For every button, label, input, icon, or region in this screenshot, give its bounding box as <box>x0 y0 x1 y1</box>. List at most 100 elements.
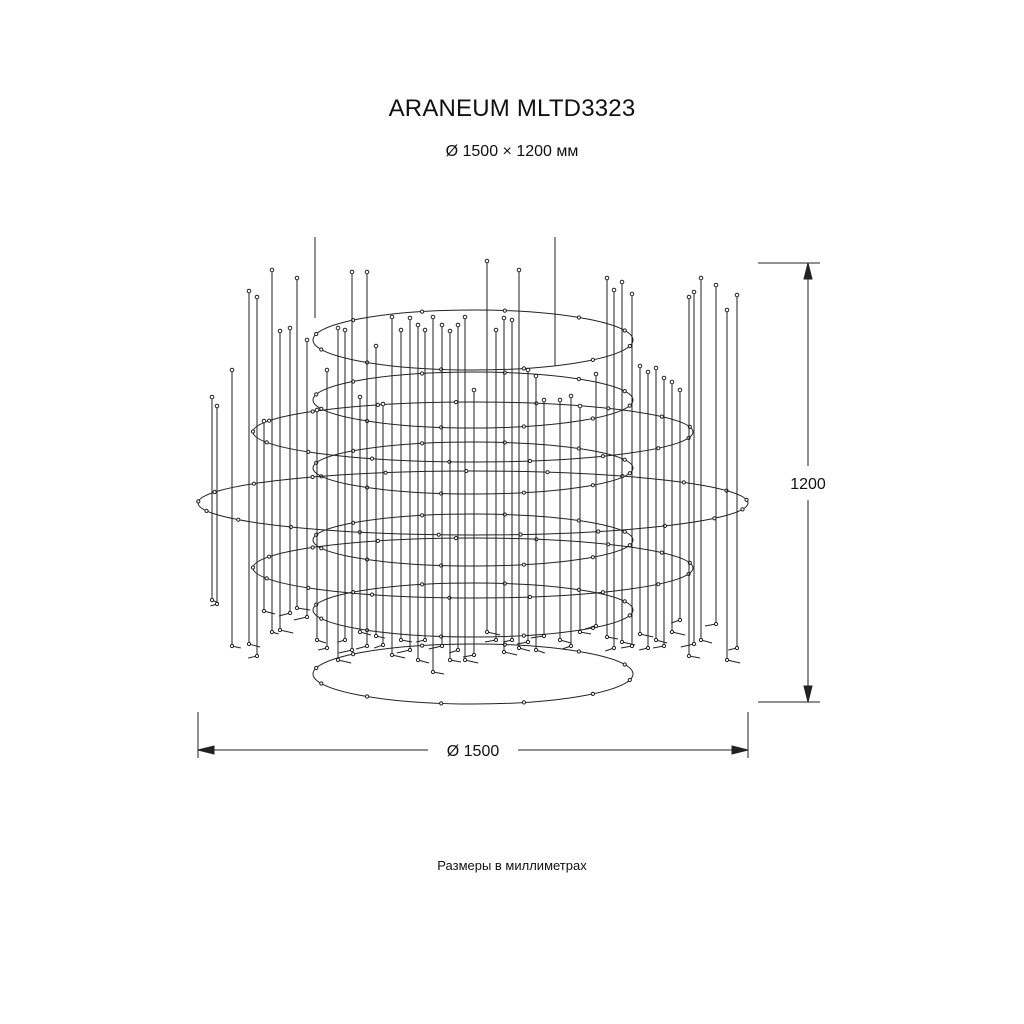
pendant-bottom-bead <box>471 652 477 658</box>
pendant-bottom-bead <box>246 641 252 647</box>
pendant-top-bead <box>557 397 563 403</box>
pendant-top-bead <box>415 322 421 328</box>
pendant-top-bead <box>698 275 704 281</box>
pendant-top-bead <box>314 407 320 413</box>
ring-bead <box>319 546 324 551</box>
pendant-bottom-bead <box>604 634 610 640</box>
pendant-bottom-bead <box>447 657 453 663</box>
ring <box>312 441 634 495</box>
ring-bead <box>436 532 441 537</box>
pendant-bottom-bead <box>439 643 445 649</box>
pendant-top-bead <box>568 393 574 399</box>
ring <box>312 513 634 567</box>
ring-bead <box>600 590 606 595</box>
pendant-top-bead <box>294 275 300 281</box>
pendant-bottom-bead <box>637 631 643 637</box>
ring-bead <box>314 392 319 397</box>
pendant-bottom-bead <box>389 652 395 658</box>
pendant-top-bead <box>261 418 267 424</box>
pendant-bottom-bead <box>314 637 320 643</box>
pendant-bottom-bead <box>611 645 617 651</box>
page-title: ARANEUM MLTD3323 <box>388 95 636 122</box>
ring-bead <box>659 414 664 419</box>
pendant-top-bead <box>533 373 539 379</box>
pendant-bottom-bead <box>277 627 283 633</box>
ring-bead <box>420 582 425 587</box>
pendant-bottom-bead <box>677 617 683 623</box>
pendant-top-bead <box>724 307 730 313</box>
pendant-bottom-bead <box>324 645 330 651</box>
pendant-top-bead <box>214 403 220 409</box>
pendant-top-bead <box>364 269 370 275</box>
pendant-hook <box>338 649 353 654</box>
pendant-top-bead <box>493 327 499 333</box>
diameter-arrow-right <box>731 745 749 755</box>
ring-bead <box>521 366 527 371</box>
ring-bead <box>659 550 664 555</box>
ring-bead <box>656 446 661 451</box>
pendant-top-bead <box>471 387 477 393</box>
pendant-top-bead <box>430 314 436 320</box>
ring-bead <box>627 471 632 476</box>
ring-bead <box>453 536 459 541</box>
pendant-bottom-bead <box>229 643 235 649</box>
ring-bead <box>447 595 452 600</box>
ring-bead <box>267 418 272 423</box>
pendant-bottom-bead <box>294 605 300 611</box>
pendant-bottom-bead <box>407 647 413 653</box>
ring-bead <box>264 440 269 445</box>
pendant-bottom-bead <box>713 621 719 627</box>
diameter-dimension <box>197 712 749 758</box>
ring-bead <box>590 691 596 697</box>
ring-bead <box>622 662 627 667</box>
pendant-top-bead <box>389 314 395 320</box>
pendant-top-bead <box>324 367 330 373</box>
pendant-bottom-bead <box>398 637 404 643</box>
pendant-top-bead <box>229 367 235 373</box>
ring-bead <box>369 592 375 597</box>
ring-bead <box>310 409 315 414</box>
pendant-bottom-bead <box>698 637 704 643</box>
ring-bead <box>590 416 596 421</box>
ring-bead <box>627 403 632 408</box>
height-arrow-top <box>803 262 813 280</box>
ring-bead <box>310 545 315 550</box>
diameter-arrow-left <box>197 745 215 755</box>
pendant-bottom-bead <box>686 653 692 659</box>
ring-bead <box>521 562 527 567</box>
ring-bead <box>369 456 375 461</box>
pendant-top-bead <box>577 403 583 409</box>
pendant-top-bead <box>335 325 341 331</box>
ring <box>312 309 634 371</box>
ring-bead <box>212 489 217 495</box>
ring-bead <box>622 328 627 333</box>
pendant-top-bead <box>439 322 445 328</box>
height-arrow-bottom <box>803 685 813 703</box>
ring-bead <box>420 309 425 314</box>
ring <box>312 643 634 705</box>
ring-bead <box>264 576 269 581</box>
pendant-bottom-bead <box>455 647 461 653</box>
ring-bead <box>521 700 527 705</box>
height-dimension <box>758 262 820 703</box>
pendant-hook <box>279 629 294 634</box>
pendant-hook <box>337 659 352 664</box>
ring-bead <box>627 613 632 618</box>
ring-bead <box>627 677 632 683</box>
pendant-bottom-bead <box>335 657 341 663</box>
pendant-top-bead <box>509 317 515 323</box>
pendant-hook <box>428 645 443 650</box>
pendant-bottom-bead <box>568 643 574 649</box>
ring-bead <box>622 529 627 534</box>
pendant-bottom-bead <box>261 608 267 614</box>
pendant-bottom-bead <box>629 643 635 649</box>
ring-bead <box>351 652 356 657</box>
ring-bead <box>439 701 444 706</box>
pendant-top-bead <box>304 337 310 343</box>
pendant-bottom-bead <box>593 623 599 629</box>
pendant-top-bead <box>516 267 522 273</box>
pendant-top-bead <box>686 294 692 300</box>
pendant-top-bead <box>246 288 252 294</box>
pendant-hook <box>639 633 654 638</box>
ring-bead <box>521 424 527 429</box>
